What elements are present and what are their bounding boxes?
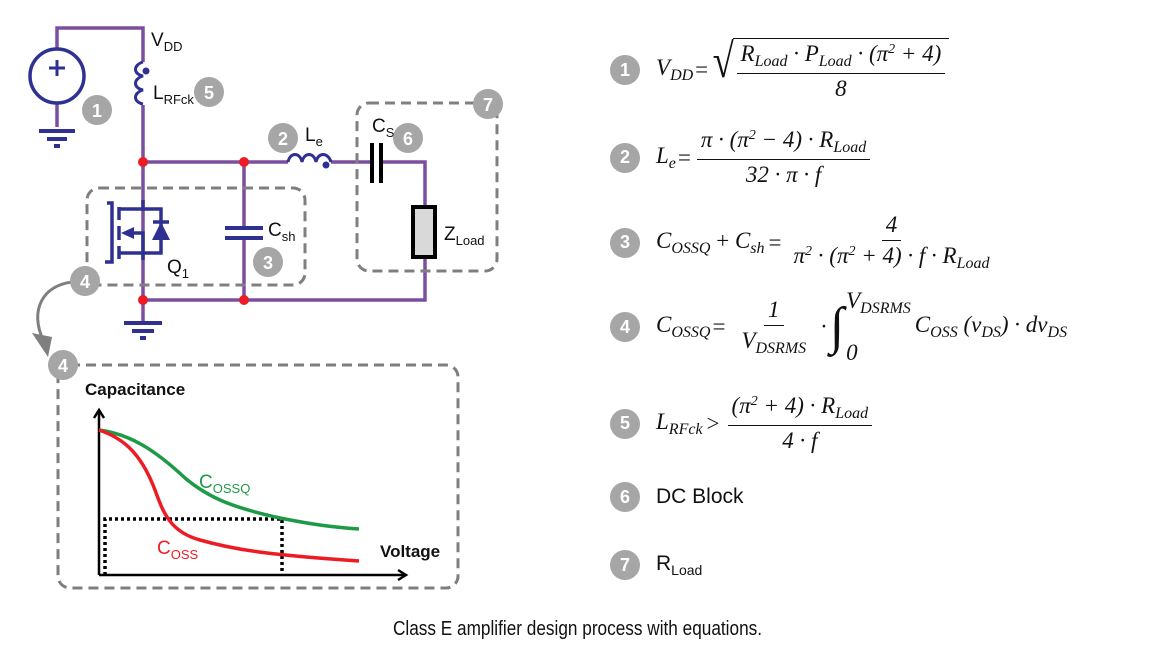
equation-lhs: COSSQ [656, 312, 711, 341]
series-inductor-icon [286, 153, 333, 169]
dc-block-label: DC Block [656, 485, 744, 508]
coss-curve [98, 428, 360, 563]
ground-icon [124, 321, 162, 340]
rf-choke-inductor-icon [134, 60, 150, 106]
equation-badge: 2 [610, 142, 640, 173]
body-diode-icon [152, 222, 170, 240]
equation-badge: 1 [610, 55, 640, 85]
svg-text:4: 4 [58, 356, 68, 376]
circuit-wires [55, 26, 427, 322]
svg-text:5: 5 [204, 83, 214, 103]
equation-relation: > [706, 410, 720, 436]
voltage-source-icon [28, 47, 86, 105]
inset-chart-box [56, 363, 460, 590]
arrow-head-icon [32, 333, 52, 357]
load-group-box [355, 101, 499, 273]
badge-q1: 4 [70, 266, 100, 296]
circuit-nodes [138, 157, 249, 305]
equation-relation: = [712, 314, 726, 339]
equation-7: 7 RLoad [610, 550, 702, 580]
equation-lhs: VDD [656, 55, 694, 84]
node-dot [239, 295, 249, 305]
cs-label: CS [372, 116, 395, 140]
equation-lhs: LRFck [656, 408, 703, 438]
shunt-capacitor-icon [225, 226, 263, 240]
equation-relation: = [695, 57, 709, 82]
curved-arrow-icon [36, 280, 73, 341]
equation-badge: 4 [610, 312, 640, 342]
equation-badge: 7 [610, 550, 640, 580]
equation-relation: = [677, 144, 691, 170]
integral-sign: ∫ [829, 298, 845, 355]
inset-axes [92, 407, 409, 582]
node-dot [239, 157, 249, 167]
inset-chart: Capacitance Voltage COSSQ COSS [85, 380, 440, 582]
sqrt-expression: √ RLoad · PLoad · (π2 + 4)8 [710, 38, 950, 102]
svg-text:7: 7 [483, 95, 493, 115]
cossq-curve [98, 428, 360, 531]
cossq-legend-label: COSSQ [199, 472, 250, 496]
lrfck-label: LRFck [153, 83, 194, 107]
zload-label: ZLoad [444, 224, 485, 248]
badge-csh: 3 [253, 247, 283, 277]
badge-cs: 6 [393, 123, 423, 153]
inset-ylabel: Capacitance [85, 380, 185, 399]
badge-source: 1 [82, 95, 112, 125]
equation-1: 1 VDD = √ RLoad · PLoad · (π2 + 4)8 [610, 38, 950, 102]
dashed-group-boxes [56, 101, 499, 590]
equation-relation: = [768, 229, 782, 255]
svg-text:3: 3 [263, 253, 273, 273]
svg-text:2: 2 [278, 129, 288, 149]
badge-lrfck: 5 [194, 77, 224, 107]
q1-label: Q1 [167, 257, 189, 281]
csh-label: Csh [268, 220, 295, 244]
badge-le: 2 [268, 123, 298, 153]
equation-badge: 3 [610, 227, 640, 258]
badge-inset: 4 [48, 350, 78, 380]
load-impedance-icon [411, 205, 437, 259]
inset-reference-box [103, 517, 284, 575]
rload-label: RLoad [656, 552, 703, 578]
vdd-label: VDD [151, 30, 182, 54]
equation-lhs: Le [656, 142, 676, 172]
equation-lhs: COSSQ + Csh [656, 227, 765, 257]
mosfet-arrow-icon [121, 227, 134, 239]
equation-6: 6 DC Block [610, 482, 744, 512]
coss-legend-label: COSS [157, 538, 199, 562]
switch-group-box [85, 186, 307, 287]
equation-badge: 6 [610, 482, 640, 512]
ground-icon [39, 129, 75, 148]
svg-text:6: 6 [403, 129, 413, 149]
badge-load: 7 [473, 89, 503, 119]
figure-caption: Class E amplifier design process with eq… [392, 618, 763, 640]
node-dot [138, 295, 148, 305]
class-e-circuit-diagram: VDD LRFck Le CS ZLoad Csh Q1 [28, 26, 503, 590]
dc-block-capacitor-icon [370, 143, 383, 183]
equation-badge: 5 [610, 408, 640, 439]
inset-xlabel: Voltage [380, 542, 440, 561]
node-dot [138, 157, 148, 167]
svg-text:4: 4 [80, 272, 90, 292]
integrand: COSS (vDS) · dvDS [914, 312, 1068, 341]
svg-text:1: 1 [92, 101, 102, 121]
le-label: Le [305, 125, 323, 149]
